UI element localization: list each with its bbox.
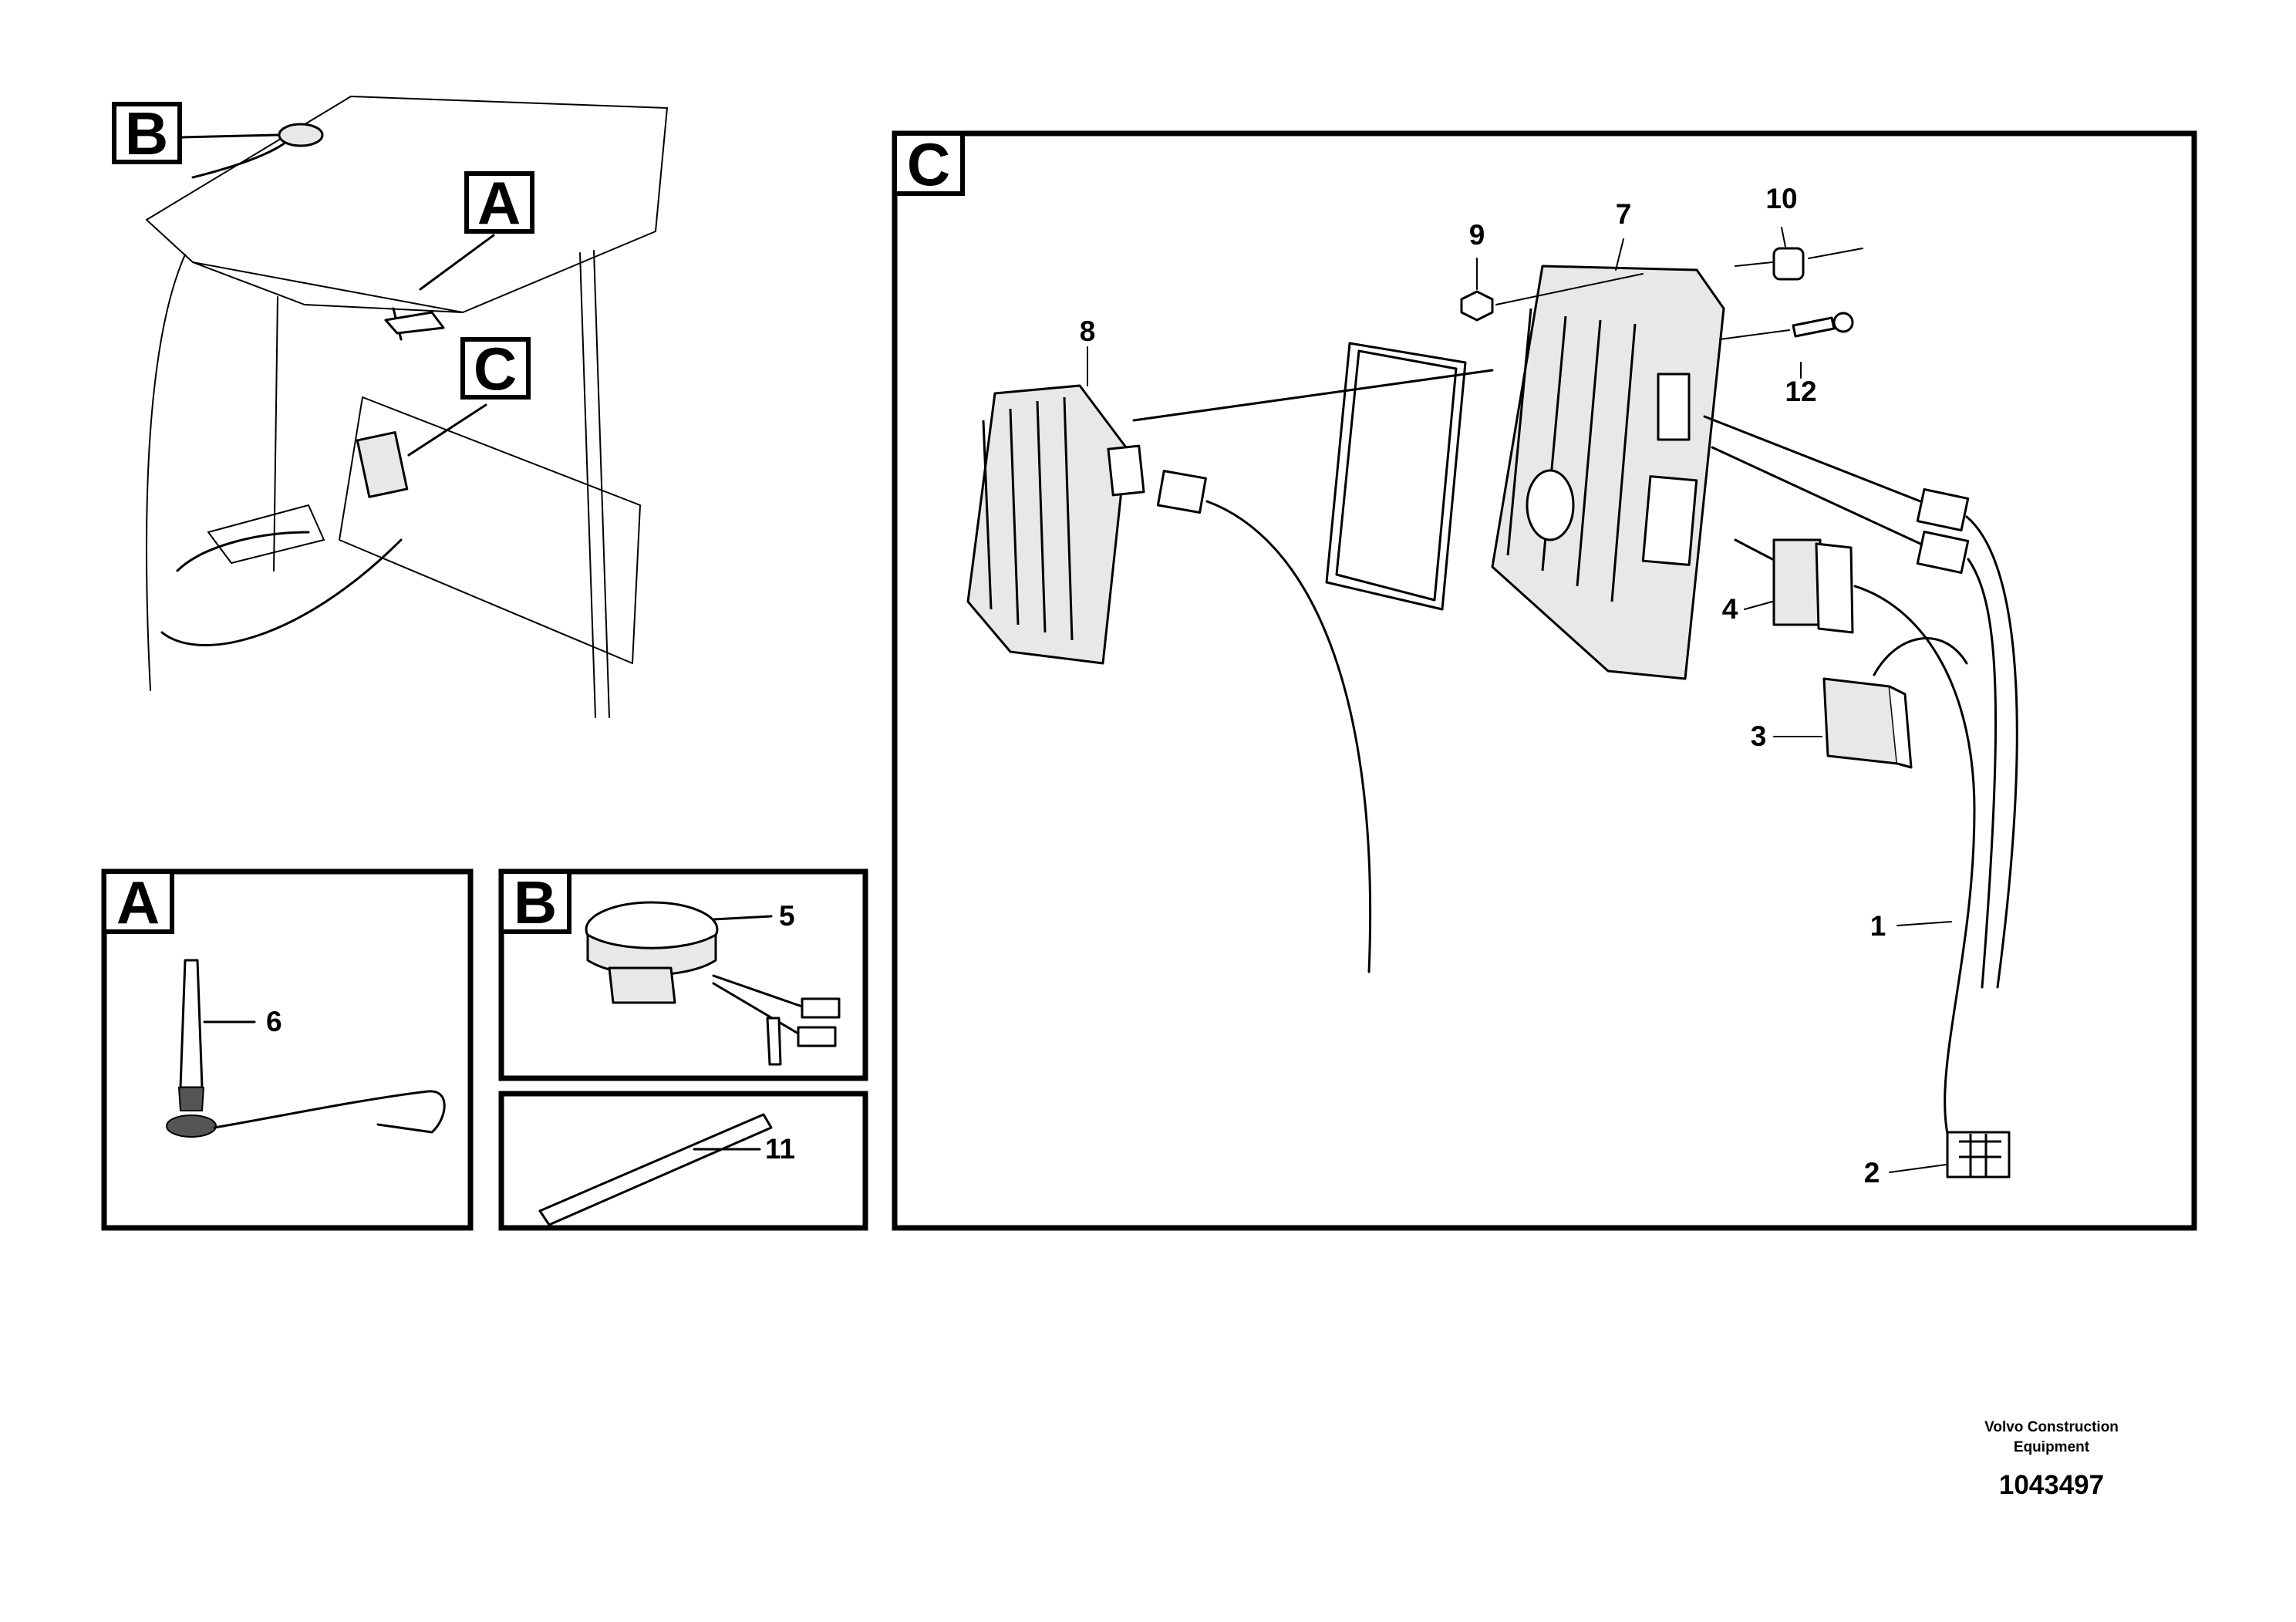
drawing-number: 1043497 <box>1998 1470 2105 1500</box>
detail-a-panel: A 6 <box>101 868 474 1231</box>
callout-b-letter: B <box>125 99 168 167</box>
manufacturer-line-1: Volvo Construction <box>1984 1419 2119 1435</box>
part-1-label: 1 <box>1870 910 1886 942</box>
part-5-label: 5 <box>779 900 795 932</box>
manufacturer-line-2: Equipment <box>2013 1439 2090 1455</box>
part-11-label: 11 <box>765 1133 795 1165</box>
detail-b-panel: B 5 <box>498 868 868 1081</box>
detail-b-letter: B <box>514 868 557 936</box>
detail-c-letter: C <box>907 130 950 198</box>
part-4-label: 4 <box>1722 593 1738 625</box>
detail-c-panel: C <box>892 130 2197 1231</box>
detail-a-letter: A <box>116 868 160 936</box>
part-7-label: 7 <box>1616 198 1632 230</box>
part-6-label: 6 <box>266 1006 282 1037</box>
part-2-label: 2 <box>1864 1157 1880 1189</box>
part-12-label: 12 <box>1785 376 1816 407</box>
part-8-label: 8 <box>1080 315 1096 347</box>
cab-overview: B A C <box>112 96 668 718</box>
callout-a-badge: A <box>464 169 534 237</box>
callout-c-badge: C <box>460 335 531 403</box>
callout-a-letter: A <box>477 169 521 237</box>
part-10-label: 10 <box>1765 183 1797 214</box>
part-9-label: 9 <box>1469 219 1485 251</box>
manufacturer-label: Volvo Construction Equipment <box>1944 1418 2159 1458</box>
callout-c-letter: C <box>474 335 517 403</box>
detail-11-panel: 11 <box>498 1091 868 1231</box>
callout-b-badge: B <box>112 99 182 167</box>
part-3-label: 3 <box>1751 720 1767 752</box>
